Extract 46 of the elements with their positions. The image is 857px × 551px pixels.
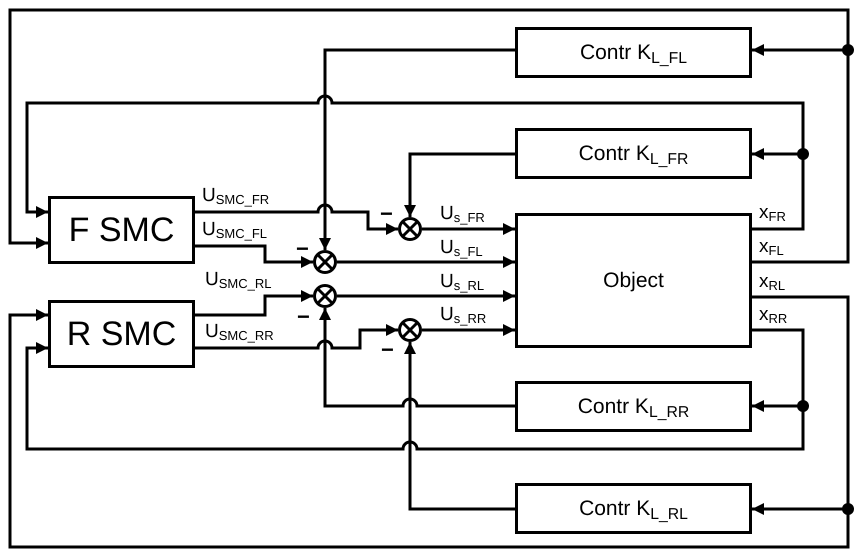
controller-box: [515, 27, 752, 78]
signal-arrow: [195, 244, 313, 268]
signal-arrow: [422, 223, 515, 235]
signal-label: U$_{SMC_RR}$: [205, 322, 274, 341]
signal-label: x$_{RL}$: [759, 272, 786, 291]
summing-junction: [398, 318, 422, 342]
signal-arrow: [319, 48, 515, 250]
signal-arrow: [404, 152, 515, 217]
signal-label: x$_{FR}$: [759, 203, 786, 222]
signal-arrow: [26, 328, 804, 450]
signal-arrow: [8, 8, 850, 264]
minus-sign: −: [296, 238, 309, 260]
controller-box: [48, 300, 195, 368]
signal-arrow: [195, 204, 398, 235]
signal-label: U$_{SMC_FL}$: [202, 220, 268, 239]
signal-arrow: [26, 96, 804, 230]
signal-label: U$_{s_FR}$: [440, 204, 485, 223]
block-label: Object: [603, 270, 664, 291]
signal-arrow: [337, 290, 515, 302]
signal-label: U$_{s_RL}$: [440, 272, 484, 291]
summing-junction: [398, 217, 422, 241]
minus-sign: −: [297, 306, 310, 328]
controller-box: [48, 196, 195, 264]
signal-label: U$_{SMC_FR}$: [202, 186, 270, 205]
signal-arrow: [404, 342, 515, 510]
controller-box: [515, 128, 752, 179]
controller-box: [515, 483, 752, 534]
signal-label: U$_{s_RR}$: [440, 305, 486, 324]
plant-box: [515, 213, 752, 348]
signal-arrow: [337, 256, 515, 268]
minus-sign: −: [381, 339, 394, 361]
signal-arrow: [319, 308, 515, 408]
controller-box: [515, 381, 752, 432]
minus-sign: −: [380, 203, 393, 225]
signal-arrow: [195, 290, 313, 316]
signal-arrow: [195, 324, 398, 350]
summing-junction: [313, 284, 337, 308]
signal-label: U$_{SMC_RL}$: [205, 270, 272, 289]
signal-arrow: [8, 296, 850, 548]
block-label: R SMC: [66, 317, 176, 351]
block-label: F SMC: [68, 213, 174, 247]
signal-arrow: [422, 324, 515, 336]
summing-junction: [313, 250, 337, 274]
signal-label: x$_{FL}$: [759, 237, 784, 256]
signal-label: U$_{s_FL}$: [440, 238, 483, 257]
signal-label: x$_{RR}$: [759, 305, 788, 324]
